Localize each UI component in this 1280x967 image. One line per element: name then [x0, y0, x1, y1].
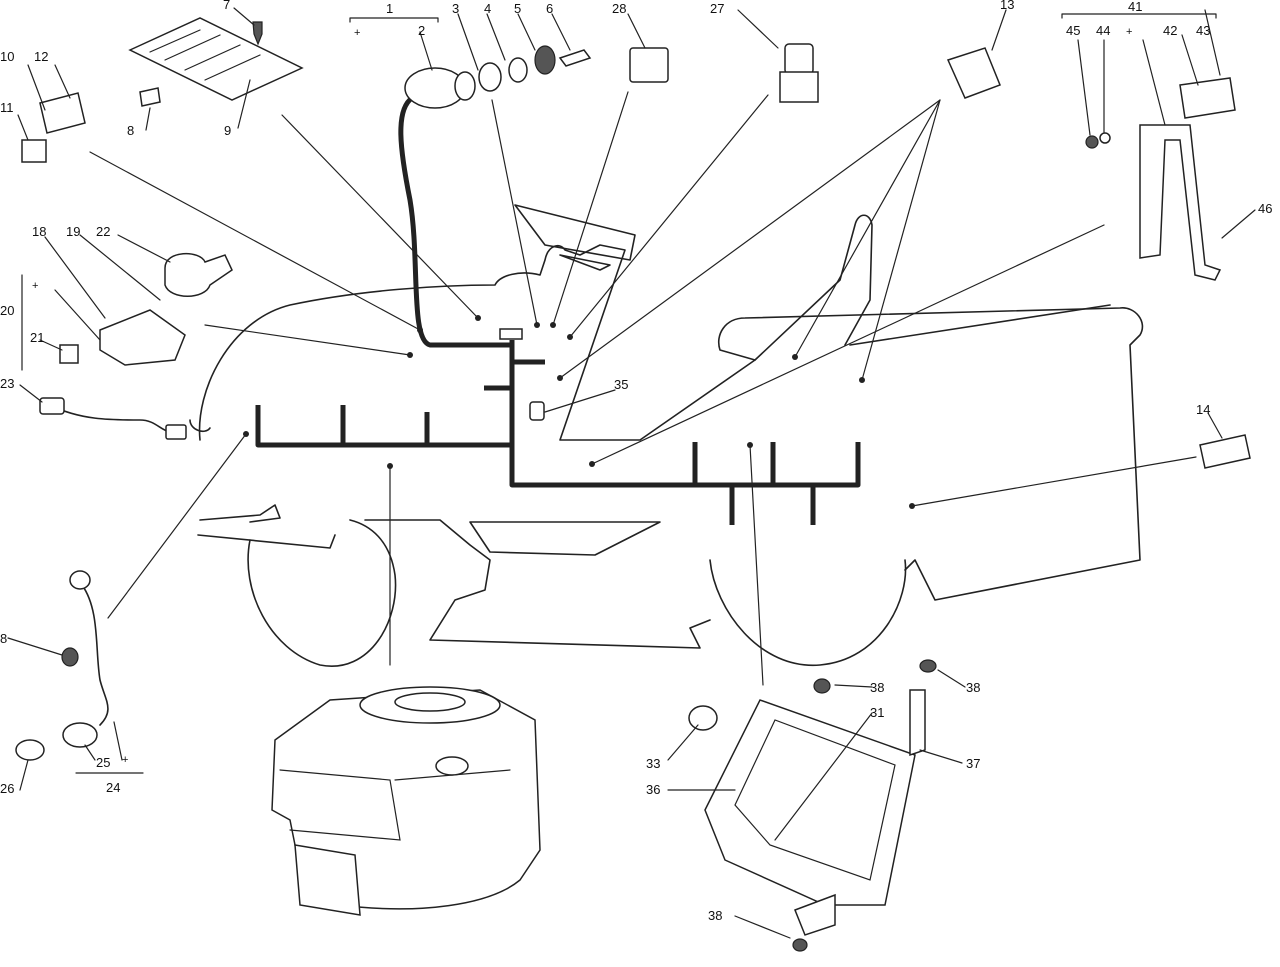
circuit-board-icon: [128, 17, 304, 107]
callout-14: 14: [1196, 402, 1210, 417]
callout-21: 21: [30, 330, 44, 345]
callout-31: 31: [870, 705, 884, 720]
plus-mark-1: +: [354, 27, 360, 39]
leader-dots: [243, 315, 915, 509]
engine-icon: [271, 686, 541, 916]
clip-icon: [529, 401, 545, 421]
callout-22: 22: [96, 224, 110, 239]
bulb-socket-icon: [15, 570, 109, 761]
callout-28: 28: [612, 1, 626, 16]
callout-44: 44: [1096, 23, 1110, 38]
relay-icon: [21, 92, 86, 163]
seat-switch-icon: [946, 47, 1001, 99]
callout-pointers: [7, 7, 1256, 939]
callout-27: 27: [710, 1, 724, 16]
callout-6: 6: [546, 1, 553, 16]
callout-45: 45: [1066, 23, 1080, 38]
callout-3: 3: [452, 1, 459, 16]
callout-43: 43: [1196, 23, 1210, 38]
callout-13: 13: [1000, 0, 1014, 12]
callout-11: 11: [0, 100, 14, 115]
callout-labels: 1 + 2 3 4 5 6 7 28 27 13 41 45 44 + 42 4…: [0, 0, 1272, 923]
callout-5: 5: [514, 1, 521, 16]
plus-mark-20: +: [32, 280, 38, 292]
callout-10: 10: [0, 49, 14, 64]
plus-mark-41: +: [1126, 26, 1132, 38]
cable-icon: [39, 397, 187, 440]
callout-23: 23: [0, 376, 14, 391]
callout-25: 25: [96, 755, 110, 770]
callout-38-a: 38: [870, 680, 884, 695]
lawn-tractor-outline-icon: [189, 204, 1144, 667]
callout-36: 36: [646, 782, 660, 797]
callout-46: 46: [1258, 201, 1272, 216]
callout-26: 26: [0, 781, 14, 796]
connector-housing-icon: [59, 309, 186, 366]
callout-18: 18: [32, 224, 46, 239]
callout-42: 42: [1163, 23, 1177, 38]
callout-38-c: 38: [708, 908, 722, 923]
callout-8-bottom: 8: [0, 631, 7, 646]
callout-1: 1: [386, 1, 393, 16]
callout-20: 20: [0, 303, 14, 318]
callout-33: 33: [646, 756, 660, 771]
screw-icon: [252, 21, 263, 46]
callout-4: 4: [484, 1, 491, 16]
module-icon: [1199, 434, 1251, 469]
plus-mark-24: +: [122, 754, 128, 766]
callout-35: 35: [614, 377, 628, 392]
callout-38-b: 38: [966, 680, 980, 695]
callout-9: 9: [224, 123, 231, 138]
mounting-bracket-icon: [1085, 77, 1236, 281]
rocker-switch-icon: [629, 47, 669, 83]
callout-19: 19: [66, 224, 80, 239]
leader-lines: [89, 91, 1197, 686]
callout-7: 7: [223, 0, 230, 12]
callout-41: 41: [1128, 0, 1142, 14]
battery-tray-icon: [688, 659, 937, 952]
callout-2: 2: [418, 23, 425, 38]
callout-8-top: 8: [127, 123, 134, 138]
wiring-harness: [255, 95, 861, 525]
callout-37: 37: [966, 756, 980, 771]
callout-12: 12: [34, 49, 48, 64]
plunger-switch-icon: [779, 43, 819, 103]
headlight-icon: [164, 252, 233, 297]
callout-24: 24: [106, 780, 120, 795]
ignition-switch-icon: [404, 45, 592, 109]
